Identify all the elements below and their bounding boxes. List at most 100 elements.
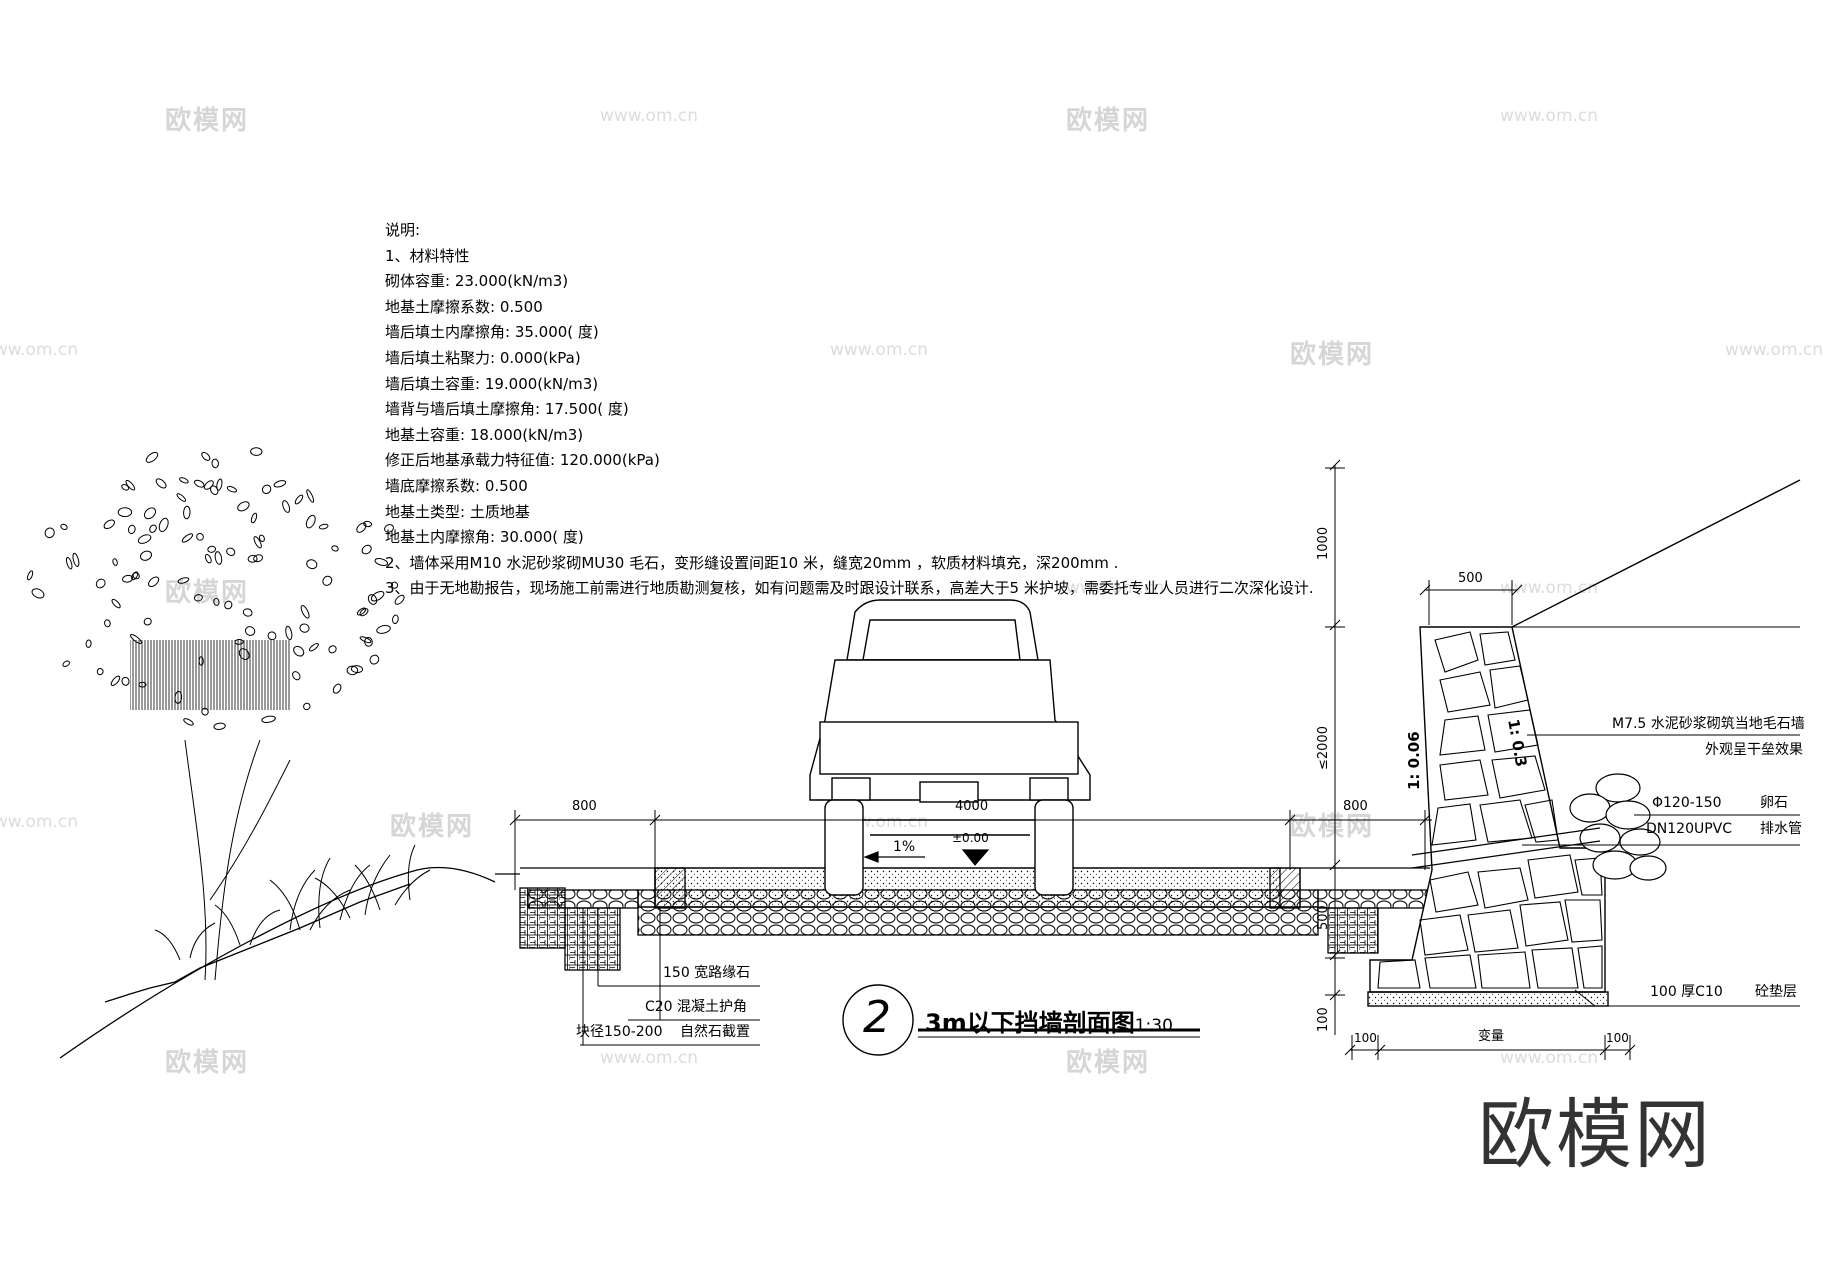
leaf: [193, 594, 203, 602]
leaf: [216, 478, 223, 491]
pipe-label: 排水管: [1760, 821, 1802, 837]
shrubs: [154, 844, 431, 961]
leaf: [143, 617, 152, 626]
drawing-scale: 1:30: [1134, 1016, 1173, 1036]
watermark-url: www.om.cn: [1500, 578, 1599, 598]
watermark-url: www.om.cn: [1066, 578, 1165, 598]
notes-line: 地基土容重: 18.000(kN/m3): [385, 425, 584, 444]
leaf: [60, 523, 68, 530]
watermark-logo: 欧模网: [1066, 106, 1151, 136]
notes-heading: 说明:: [385, 221, 421, 239]
wall-stone: [1434, 631, 1479, 673]
leaf: [328, 645, 337, 654]
drawing-title: 3m以下挡墙剖面图1:30: [925, 1003, 1173, 1038]
leaf: [250, 447, 263, 456]
leaf: [143, 507, 157, 520]
leaf: [201, 707, 209, 716]
tree: [27, 447, 405, 981]
dim-100-left: 100: [1354, 1031, 1377, 1045]
leaf: [131, 571, 139, 581]
leaf: [292, 671, 301, 681]
watermark-url: www.om.cn: [600, 1048, 699, 1068]
dim-2000: ≤2000: [1316, 726, 1331, 770]
leaf: [211, 458, 219, 469]
brand-logo-text: 欧模网: [1478, 1090, 1712, 1179]
notes-line: 地基土类型: 土质地基: [385, 502, 530, 521]
leaf: [121, 676, 130, 686]
leaf: [303, 702, 311, 711]
wall-stone: [1487, 709, 1539, 753]
leaf: [145, 451, 159, 463]
dim-500-base: 500: [1316, 905, 1331, 930]
wall-stone: [1519, 901, 1569, 947]
leaf: [364, 637, 373, 647]
leaf: [359, 636, 372, 644]
leaf: [65, 556, 73, 570]
leaf: [138, 681, 147, 688]
left-slope: [59, 866, 520, 1059]
wall-finish-label: 外观呈干垒效果: [1705, 742, 1803, 758]
notes-line: 砌体容重: 23.000(kN/m3): [385, 272, 569, 291]
wall-stone: [1527, 854, 1579, 899]
wall-stone: [1439, 759, 1489, 801]
leaf: [322, 575, 333, 586]
leaf: [203, 480, 214, 490]
notes-line: 地基土内摩擦角: 30.000( 度): [385, 528, 584, 547]
watermark-url: www.om.cn: [1500, 1048, 1599, 1068]
leaf: [155, 478, 167, 489]
leaf: [282, 500, 291, 513]
leaf: [194, 479, 205, 488]
leaf: [27, 570, 34, 581]
leaf: [85, 639, 92, 648]
leaf: [306, 559, 318, 570]
leaf: [253, 554, 264, 563]
concrete-label: C20 混凝土护角: [645, 999, 748, 1015]
leaf: [258, 534, 265, 542]
dim-variable: 变量: [1478, 1029, 1505, 1044]
leaf: [261, 484, 272, 495]
pebble-size-label: Φ120-150: [1652, 795, 1722, 811]
leaf: [226, 486, 238, 493]
notes-line: 墙底摩擦系数: 0.500: [385, 476, 528, 495]
leaf: [244, 626, 256, 636]
car: [809, 599, 1091, 896]
leaf: [183, 718, 194, 726]
leaf: [250, 512, 258, 524]
leaf: [369, 654, 380, 665]
wall-stone: [1477, 867, 1529, 909]
wall-stone: [1564, 899, 1603, 943]
elevation-marker: [863, 849, 990, 866]
leaf: [72, 552, 80, 568]
wall-stone: [1531, 947, 1579, 989]
leaf: [213, 722, 226, 730]
leaf: [213, 597, 220, 606]
leaf: [237, 501, 250, 512]
pebbles: [1569, 773, 1667, 881]
dim-100-vertical: 100: [1316, 1007, 1331, 1032]
leaf: [31, 588, 45, 599]
wall-stone: [1479, 631, 1516, 666]
watermark-url: www.om.cn: [0, 340, 79, 360]
wall-stone: [1429, 871, 1479, 913]
watermark-url: www.om.cn: [1725, 340, 1823, 360]
leaf: [356, 607, 367, 616]
watermark-url: www.om.cn: [830, 340, 929, 360]
leaf: [130, 634, 142, 644]
leaf: [294, 494, 304, 505]
watermark-url: www.om.cn: [0, 812, 79, 832]
cushion-size-label: 100 厚C10: [1650, 984, 1723, 1000]
leader-lines: [580, 734, 1800, 1046]
leaf: [62, 660, 70, 668]
wall-stone: [1491, 755, 1546, 799]
leaf: [139, 550, 153, 561]
leaf: [181, 533, 194, 543]
title-number: 2: [863, 992, 891, 1043]
retaining-wall: [1367, 479, 1801, 1007]
drawing-title-text: 3m以下挡墙剖面图: [925, 1009, 1135, 1037]
leaf: [104, 619, 111, 628]
leaf: [174, 690, 183, 704]
leaf: [242, 608, 253, 617]
wall-stone: [1424, 954, 1477, 989]
leaf: [273, 480, 287, 488]
